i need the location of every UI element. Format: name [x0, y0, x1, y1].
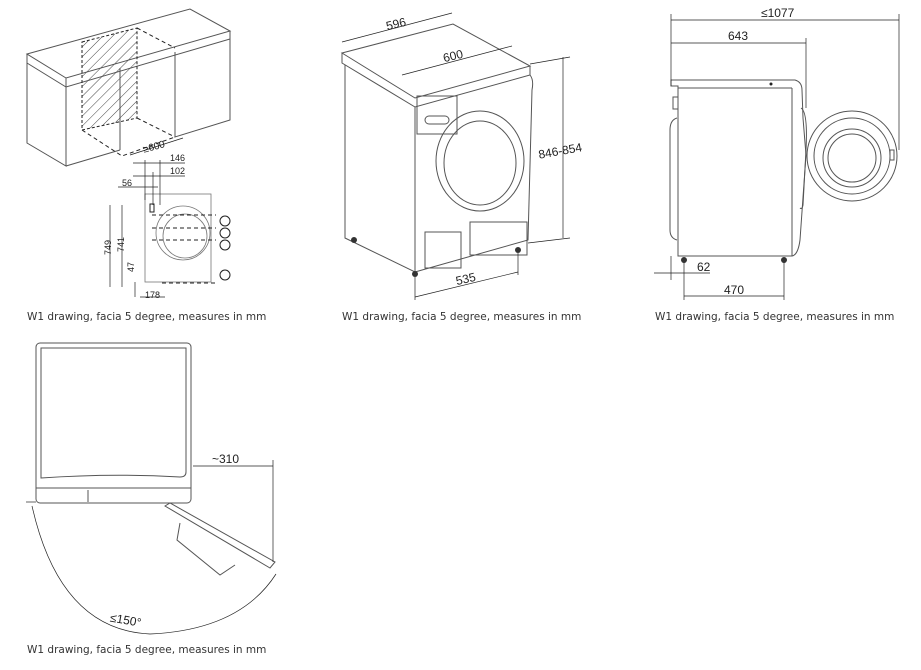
panel-installation-niche: ≥600 [0, 0, 310, 330]
installation-niche-drawing: ≥600 [25, 8, 232, 300]
caption-side-view: W1 drawing, facia 5 degree, measures in … [655, 311, 895, 323]
dim-total-depth-1077: ≤1077 [761, 6, 795, 20]
panel-front-perspective: 596 600 846-854 535 W1 drawing, facia 5 … [330, 0, 610, 330]
dimension-lines [654, 14, 900, 300]
machine-side [669, 79, 807, 263]
niche-hatch [81, 27, 176, 157]
dim-178: 178 [145, 290, 160, 300]
dim-height-846-854: 846-854 [537, 140, 583, 161]
dim-56: 56 [122, 178, 132, 188]
connection-icons [219, 215, 231, 281]
dimension-lines [26, 460, 277, 635]
dim-niche-width: ≥600 [142, 139, 167, 155]
dim-146: 146 [170, 153, 185, 163]
dim-door-310: ~310 [212, 452, 239, 466]
dimension-lines [109, 160, 185, 298]
dim-foot-535: 535 [454, 270, 477, 288]
caption-installation-niche: W1 drawing, facia 5 degree, measures in … [27, 311, 267, 323]
panel-side-view: ≤1077 643 62 470 W1 drawing, facia 5 deg… [640, 0, 921, 330]
top-view-drawing: ~310 ≤150° [26, 342, 277, 635]
dim-rear-62: 62 [697, 260, 711, 274]
door-open [806, 110, 898, 202]
dim-depth-600: 600 [442, 47, 465, 66]
machine-top [35, 342, 192, 504]
dim-door-angle-150: ≤150° [109, 611, 143, 630]
dim-741: 741 [116, 237, 126, 252]
dimension-lines [341, 12, 571, 300]
machine-front-outline [144, 193, 216, 284]
caption-top-view: W1 drawing, facia 5 degree, measures in … [27, 644, 267, 656]
front-perspective-drawing: 596 600 846-854 535 [340, 12, 583, 300]
dim-47: 47 [126, 262, 136, 272]
dim-102: 102 [170, 166, 185, 176]
panel-top-view: ~310 ≤150° W1 drawing, facia 5 degree, m… [0, 330, 310, 670]
caption-front-perspective: W1 drawing, facia 5 degree, measures in … [342, 311, 582, 323]
dim-749: 749 [103, 240, 113, 255]
door-swung-open [164, 502, 276, 576]
machine-body [340, 23, 534, 277]
side-view-drawing: ≤1077 643 62 470 [654, 6, 900, 300]
dim-depth-643: 643 [728, 29, 748, 43]
dim-foot-470: 470 [724, 283, 744, 297]
dim-width-596: 596 [385, 15, 408, 34]
